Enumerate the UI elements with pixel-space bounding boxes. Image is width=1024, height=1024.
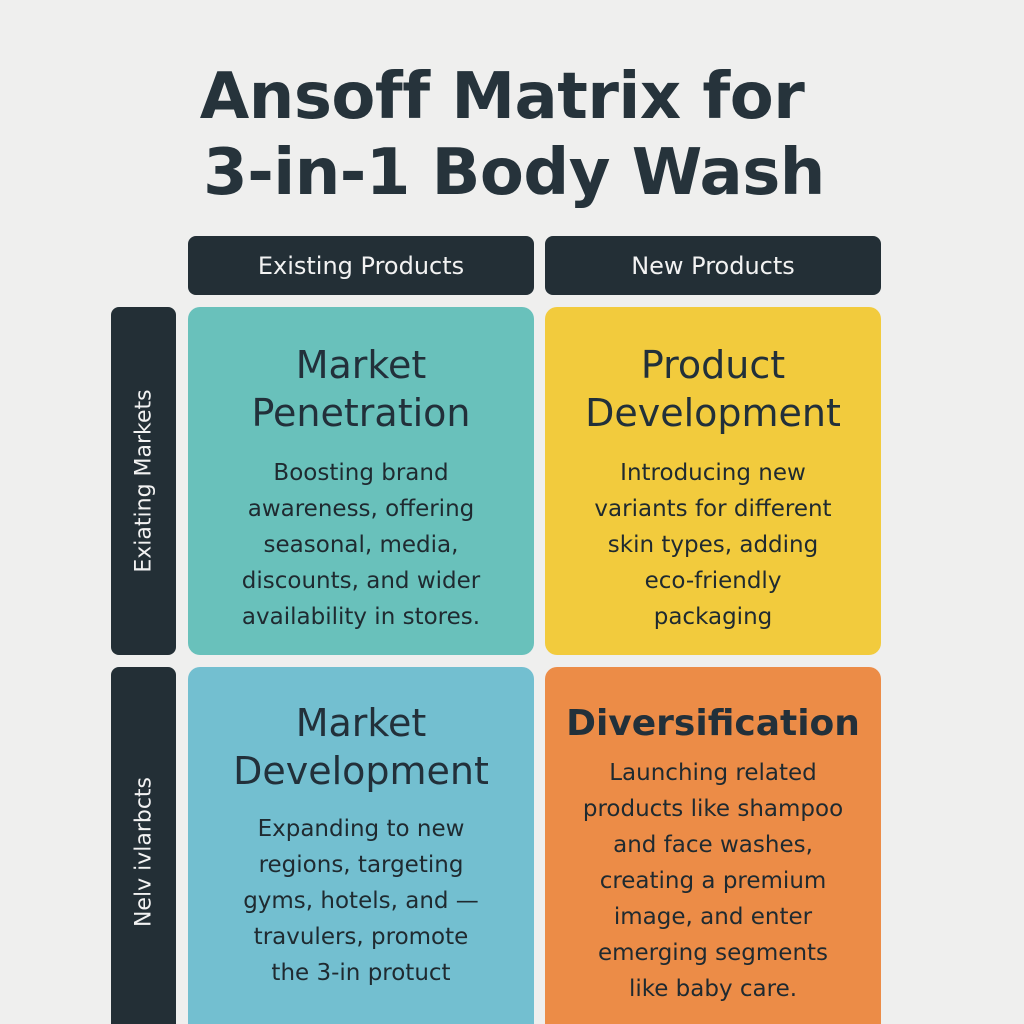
column-header-new-products: New Products [545,236,881,295]
cell-market-development: Market Development Expanding to new regi… [188,667,534,1024]
page-title-line-2: 3-in-1 Body Wash [203,136,825,210]
cell-body-market-penetration: Boosting brand awareness, offering seaso… [241,460,481,630]
row-label-existing-markets: Exiating Markets [131,389,156,573]
column-header-existing-products: Existing Products [188,236,534,295]
row-header-new-markets: Nelv ivlarbcts [111,667,176,1024]
cell-market-penetration: Market Penetration Boosting brand awaren… [188,307,534,655]
cell-body-diversification: Launching related products like shampoo … [582,760,844,1002]
row-header-existing-markets: Exiating Markets [111,307,176,655]
cell-body-market-development: Expanding to new regions, targeting gyms… [243,816,479,986]
cell-product-development: Product Development Introducing new vari… [545,307,881,655]
cell-title-diversification: Diversification [566,703,860,744]
cell-title-product-development: Product Development [585,343,841,435]
cell-body-product-development: Introducing new variants for different s… [594,460,832,630]
cell-title-market-development: Market Development [233,701,489,793]
row-label-new-markets: Nelv ivlarbcts [131,776,156,928]
cell-title-market-penetration: Market Penetration [251,343,471,435]
cell-diversification: Diversification Launching related produc… [545,667,881,1024]
page-title-line-1: Ansoff Matrix for [199,60,805,134]
